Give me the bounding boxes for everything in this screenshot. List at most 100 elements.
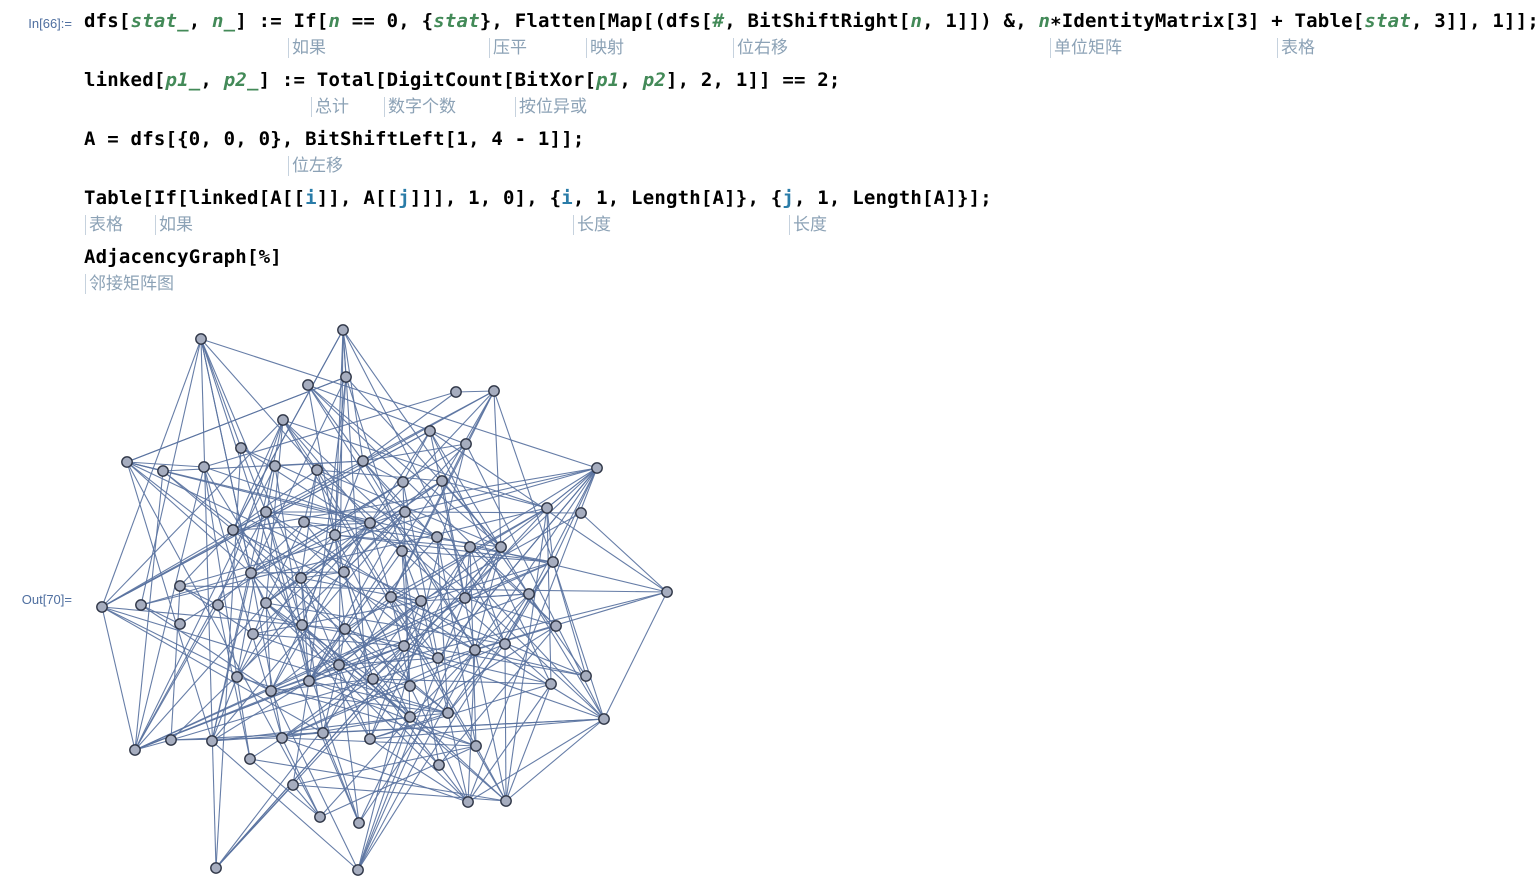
graph-edge [265, 511, 310, 682]
graph-edge [236, 522, 371, 678]
graph-vertex[interactable] [433, 759, 445, 771]
graph-vertex[interactable] [462, 796, 474, 808]
graph-vertex[interactable] [404, 680, 416, 692]
graph-vertex[interactable] [580, 670, 592, 682]
graph-vertex[interactable] [353, 817, 365, 829]
graph-vertex[interactable] [495, 541, 507, 553]
graph-edge [232, 469, 318, 531]
graph-vertex[interactable] [523, 588, 535, 600]
graph-vertex[interactable] [247, 628, 259, 640]
graph-vertex[interactable] [277, 414, 289, 426]
graph-vertex[interactable] [244, 753, 256, 765]
graph-vertex[interactable] [459, 592, 471, 604]
graph-vertex[interactable] [575, 507, 587, 519]
graph-vertex[interactable] [333, 659, 345, 671]
graph-vertex[interactable] [303, 675, 315, 687]
code-line-5[interactable]: AdjacencyGraph[%] [84, 246, 282, 268]
graph-vertex[interactable] [260, 597, 272, 609]
graph-vertex[interactable] [337, 324, 349, 336]
graph-vertex[interactable] [231, 671, 243, 683]
graph-vertex[interactable] [469, 644, 481, 656]
graph-vertex[interactable] [545, 678, 557, 690]
graph-vertex[interactable] [470, 740, 482, 752]
graph-vertex[interactable] [212, 599, 224, 611]
graph-vertex[interactable] [245, 567, 257, 579]
graph-vertex[interactable] [357, 455, 369, 467]
graph-vertex[interactable] [397, 476, 409, 488]
code-line-3[interactable]: A = dfs[{0, 0, 0}, BitShiftLeft[1, 4 - 1… [84, 128, 584, 150]
graph-vertex[interactable] [135, 599, 147, 611]
code-token: , 1]]) &, [922, 10, 1039, 32]
graph-vertex[interactable] [314, 811, 326, 823]
code-line-2[interactable]: linked[p1_, p2_] := Total[DigitCount[Bit… [84, 69, 841, 91]
graph-vertex[interactable] [591, 462, 603, 474]
graph-vertex[interactable] [174, 618, 186, 630]
graph-edge [603, 591, 668, 720]
graph-edge [438, 625, 557, 766]
graph-vertex[interactable] [206, 735, 218, 747]
graph-edge [140, 604, 272, 692]
graph-vertex[interactable] [460, 438, 472, 450]
graph-edge [455, 390, 495, 393]
graph-vertex[interactable] [488, 385, 500, 397]
graph-vertex[interactable] [396, 545, 408, 557]
graph-vertex[interactable] [404, 711, 416, 723]
graph-vertex[interactable] [385, 591, 397, 603]
graph-vertex[interactable] [174, 580, 186, 592]
graph-vertex[interactable] [340, 371, 352, 383]
graph-vertex[interactable] [398, 640, 410, 652]
graph-vertex[interactable] [276, 732, 288, 744]
graph-vertex[interactable] [311, 464, 323, 476]
graph-vertex[interactable] [415, 595, 427, 607]
graph-vertex[interactable] [198, 461, 210, 473]
graph-vertex[interactable] [431, 531, 443, 543]
graph-vertex[interactable] [432, 652, 444, 664]
graph-edge [265, 602, 340, 666]
graph-vertex[interactable] [541, 502, 553, 514]
graph-vertex[interactable] [399, 506, 411, 518]
graph-vertex[interactable] [298, 516, 310, 528]
graph-vertex[interactable] [265, 685, 277, 697]
graph-vertex[interactable] [500, 795, 512, 807]
graph-vertex[interactable] [317, 727, 329, 739]
code-line-1[interactable]: dfs[stat_, n_] := If[n == 0, {stat}, Fla… [84, 10, 1539, 32]
graph-vertex[interactable] [195, 333, 207, 345]
graph-vertex[interactable] [121, 456, 133, 468]
graph-vertex[interactable] [339, 623, 351, 635]
graph-vertex[interactable] [661, 586, 673, 598]
graph-vertex[interactable] [96, 601, 108, 613]
function-annotation: 单位矩阵 [1050, 38, 1122, 58]
graph-vertex[interactable] [424, 425, 436, 437]
graph-vertex[interactable] [329, 529, 341, 541]
graph-vertex[interactable] [598, 713, 610, 725]
graph-vertex[interactable] [367, 673, 379, 685]
graph-vertex[interactable] [499, 638, 511, 650]
graph-vertex[interactable] [287, 779, 299, 791]
graph-vertex[interactable] [364, 517, 376, 529]
graph-vertex[interactable] [442, 707, 454, 719]
graph-vertex[interactable] [550, 620, 562, 632]
function-annotation: 位右移 [733, 38, 788, 58]
graph-edge [170, 585, 181, 741]
graph-vertex[interactable] [338, 566, 350, 578]
graph-edge [211, 740, 359, 871]
graph-vertex[interactable] [157, 465, 169, 477]
graph-vertex[interactable] [295, 572, 307, 584]
graph-vertex[interactable] [269, 460, 281, 472]
graph-vertex[interactable] [129, 744, 141, 756]
graph-vertex[interactable] [210, 862, 222, 874]
graph-vertex[interactable] [260, 506, 272, 518]
graph-vertex[interactable] [547, 556, 559, 568]
graph-vertex[interactable] [165, 734, 177, 746]
graph-vertex[interactable] [464, 541, 476, 553]
code-line-4[interactable]: Table[If[linked[A[[i]], A[[j]]], 1, 0], … [84, 187, 992, 209]
graph-vertex[interactable] [352, 864, 364, 876]
graph-vertex[interactable] [436, 475, 448, 487]
graph-vertex[interactable] [364, 733, 376, 745]
graph-vertex[interactable] [227, 524, 239, 536]
graph-vertex[interactable] [302, 379, 314, 391]
graph-vertex[interactable] [450, 386, 462, 398]
graph-vertex[interactable] [296, 619, 308, 631]
adjacency-graph[interactable] [0, 300, 700, 894]
graph-vertex[interactable] [235, 442, 247, 454]
